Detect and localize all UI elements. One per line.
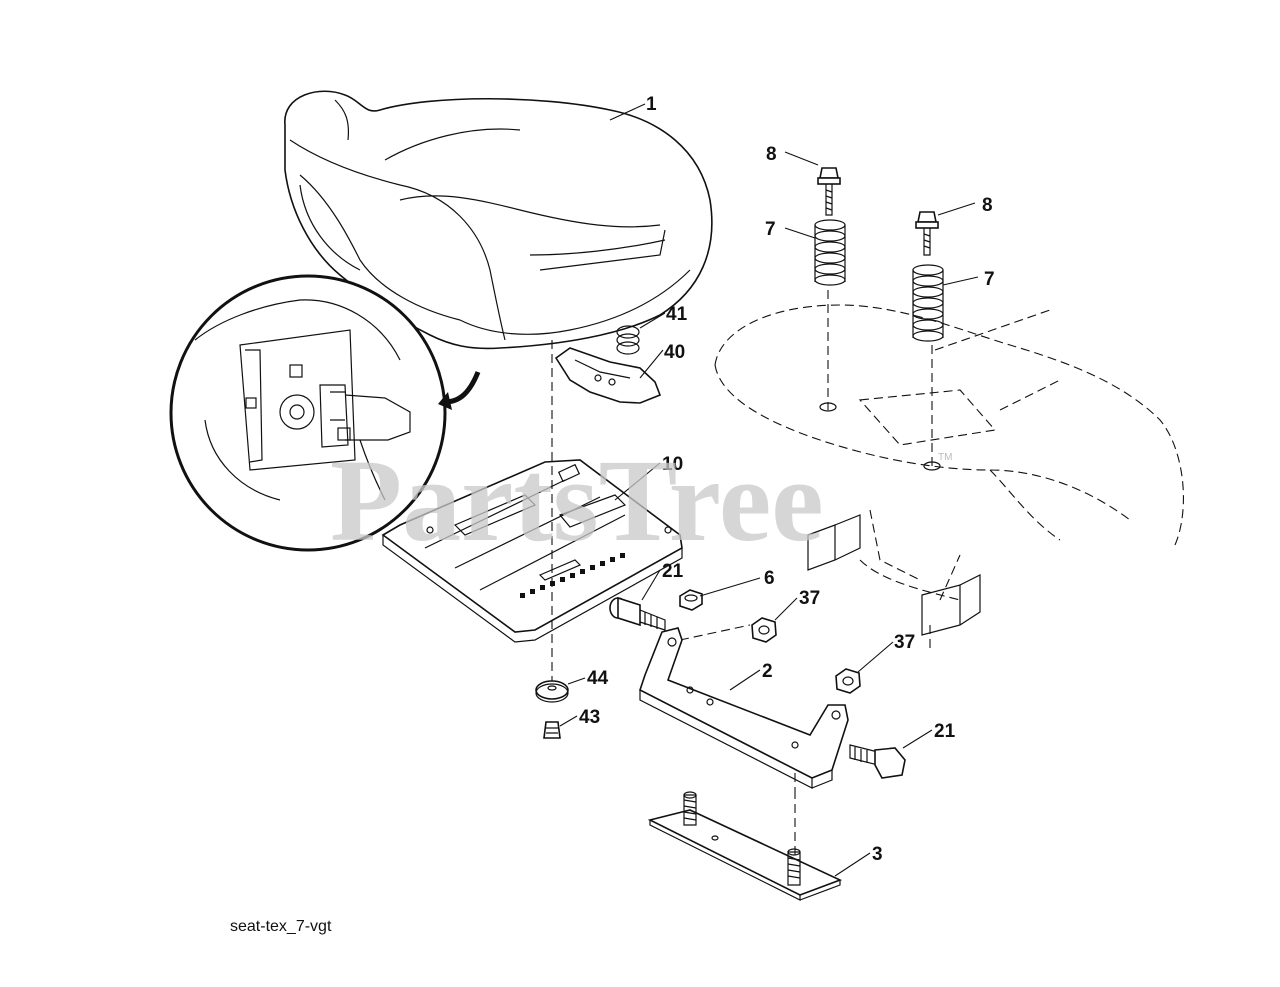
screw-43	[543, 721, 561, 739]
frame-outline	[714, 304, 1184, 601]
callout-1: 1	[646, 94, 657, 115]
callout-40: 40	[664, 342, 685, 363]
callout-labels: 1 8 8 7 7 41 40 10 21 6 37 37 2 44 43 21…	[579, 94, 995, 865]
shoulder-bolt-21-left	[609, 596, 666, 631]
bracket-2	[639, 627, 849, 789]
callout-7: 7	[984, 269, 995, 290]
bolt-8-left	[817, 167, 841, 216]
spring-41	[616, 325, 640, 355]
callout-37: 37	[799, 588, 820, 609]
hinge-detail-circle	[169, 274, 481, 552]
callout-21: 21	[662, 561, 684, 582]
shoulder-bolt-21-right	[849, 744, 906, 779]
nut-6	[679, 589, 703, 611]
spring-7-left	[814, 219, 846, 286]
bolt-8-right	[915, 211, 939, 256]
callout-43: 43	[579, 707, 600, 728]
callout-21: 21	[934, 721, 956, 742]
callout-2: 2	[762, 661, 773, 682]
seat	[284, 90, 713, 350]
latch-40	[554, 347, 662, 404]
watermark-text: PartsTree	[330, 435, 824, 566]
callout-6: 6	[764, 568, 775, 589]
plate-3	[647, 791, 843, 901]
callout-44: 44	[587, 668, 609, 689]
callout-7: 7	[765, 219, 776, 240]
seat-pan-10	[381, 459, 683, 643]
callout-37: 37	[894, 632, 915, 653]
callout-3: 3	[872, 844, 883, 865]
callout-41: 41	[666, 304, 688, 325]
spring-7-right	[912, 264, 944, 342]
leader-lines	[559, 103, 979, 877]
watermark: PartsTree TM	[330, 435, 952, 566]
frame-holes	[819, 402, 941, 471]
washer-44	[535, 680, 569, 703]
frame-brackets	[807, 514, 981, 636]
diagram-caption: seat-tex_7-vgt	[230, 918, 332, 935]
watermark-trademark: TM	[938, 452, 952, 463]
callout-8: 8	[982, 195, 993, 216]
locknut-37-upper	[751, 617, 777, 643]
callout-10: 10	[662, 454, 683, 475]
assembly-lines	[551, 290, 961, 855]
callout-8: 8	[766, 144, 777, 165]
locknut-37-lower	[835, 668, 861, 694]
